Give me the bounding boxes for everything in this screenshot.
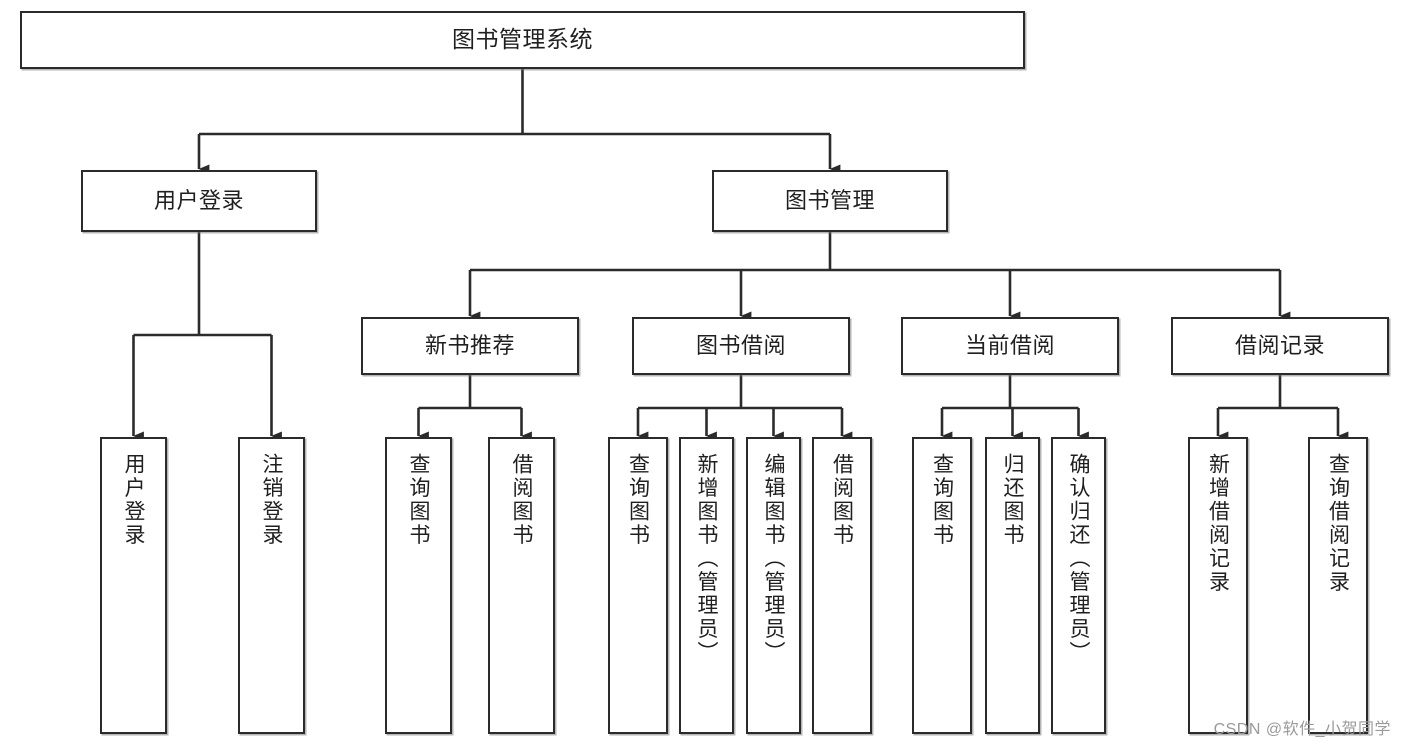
node-leaf-10[interactable]: 归还图书 [985,437,1040,734]
node-label: 注销登录 [260,453,283,547]
node-label: 借阅图书 [510,453,533,547]
node-label: 归还图书 [1001,453,1024,547]
node-label: 当前借阅 [964,333,1055,359]
node-label: 查询图书 [407,453,430,547]
node-leaf-13[interactable]: 查询借阅记录 [1308,437,1368,734]
node-label: 编辑图书（管理员） [762,453,785,665]
node-label: 确认归还（管理员） [1067,453,1090,665]
node-leaf-11[interactable]: 确认归还（管理员） [1051,437,1106,734]
csdn-watermark: CSDN @软件_小贺同学 [1213,721,1391,738]
node-leaf-12[interactable]: 新增借阅记录 [1188,437,1248,734]
node-leaf-7[interactable]: 编辑图书（管理员） [746,437,801,734]
node-leaf-8[interactable]: 借阅图书 [812,437,872,734]
node-current[interactable]: 当前借阅 [901,317,1119,375]
node-leaf-2[interactable]: 注销登录 [238,437,305,734]
node-newbook[interactable]: 新书推荐 [361,317,579,375]
node-label: 图书管理 [784,188,875,214]
node-label: 新增借阅记录 [1206,453,1230,594]
node-label: 借阅图书 [830,453,854,547]
node-bookmgmt[interactable]: 图书管理 [712,170,948,232]
node-label: 图书管理系统 [452,26,593,53]
node-login[interactable]: 用户登录 [81,170,317,232]
node-root[interactable]: 图书管理系统 [20,11,1025,69]
node-label: 图书借阅 [695,333,786,359]
node-records[interactable]: 借阅记录 [1171,317,1389,375]
node-label: 新书推荐 [424,333,515,359]
node-leaf-1[interactable]: 用户登录 [100,437,167,734]
node-leaf-5[interactable]: 查询图书 [608,437,668,734]
node-label: 查询图书 [930,453,954,547]
node-leaf-9[interactable]: 查询图书 [912,437,972,734]
node-label: 新增图书（管理员） [695,453,718,665]
node-leaf-3[interactable]: 查询图书 [385,437,452,734]
node-leaf-6[interactable]: 新增图书（管理员） [679,437,734,734]
node-label: 用户登录 [122,453,145,547]
node-label: 查询借阅记录 [1326,453,1350,594]
node-borrow[interactable]: 图书借阅 [632,317,850,375]
node-label: 查询图书 [626,453,650,547]
node-leaf-4[interactable]: 借阅图书 [488,437,555,734]
node-label: 用户登录 [153,188,244,214]
node-label: 借阅记录 [1234,333,1325,359]
